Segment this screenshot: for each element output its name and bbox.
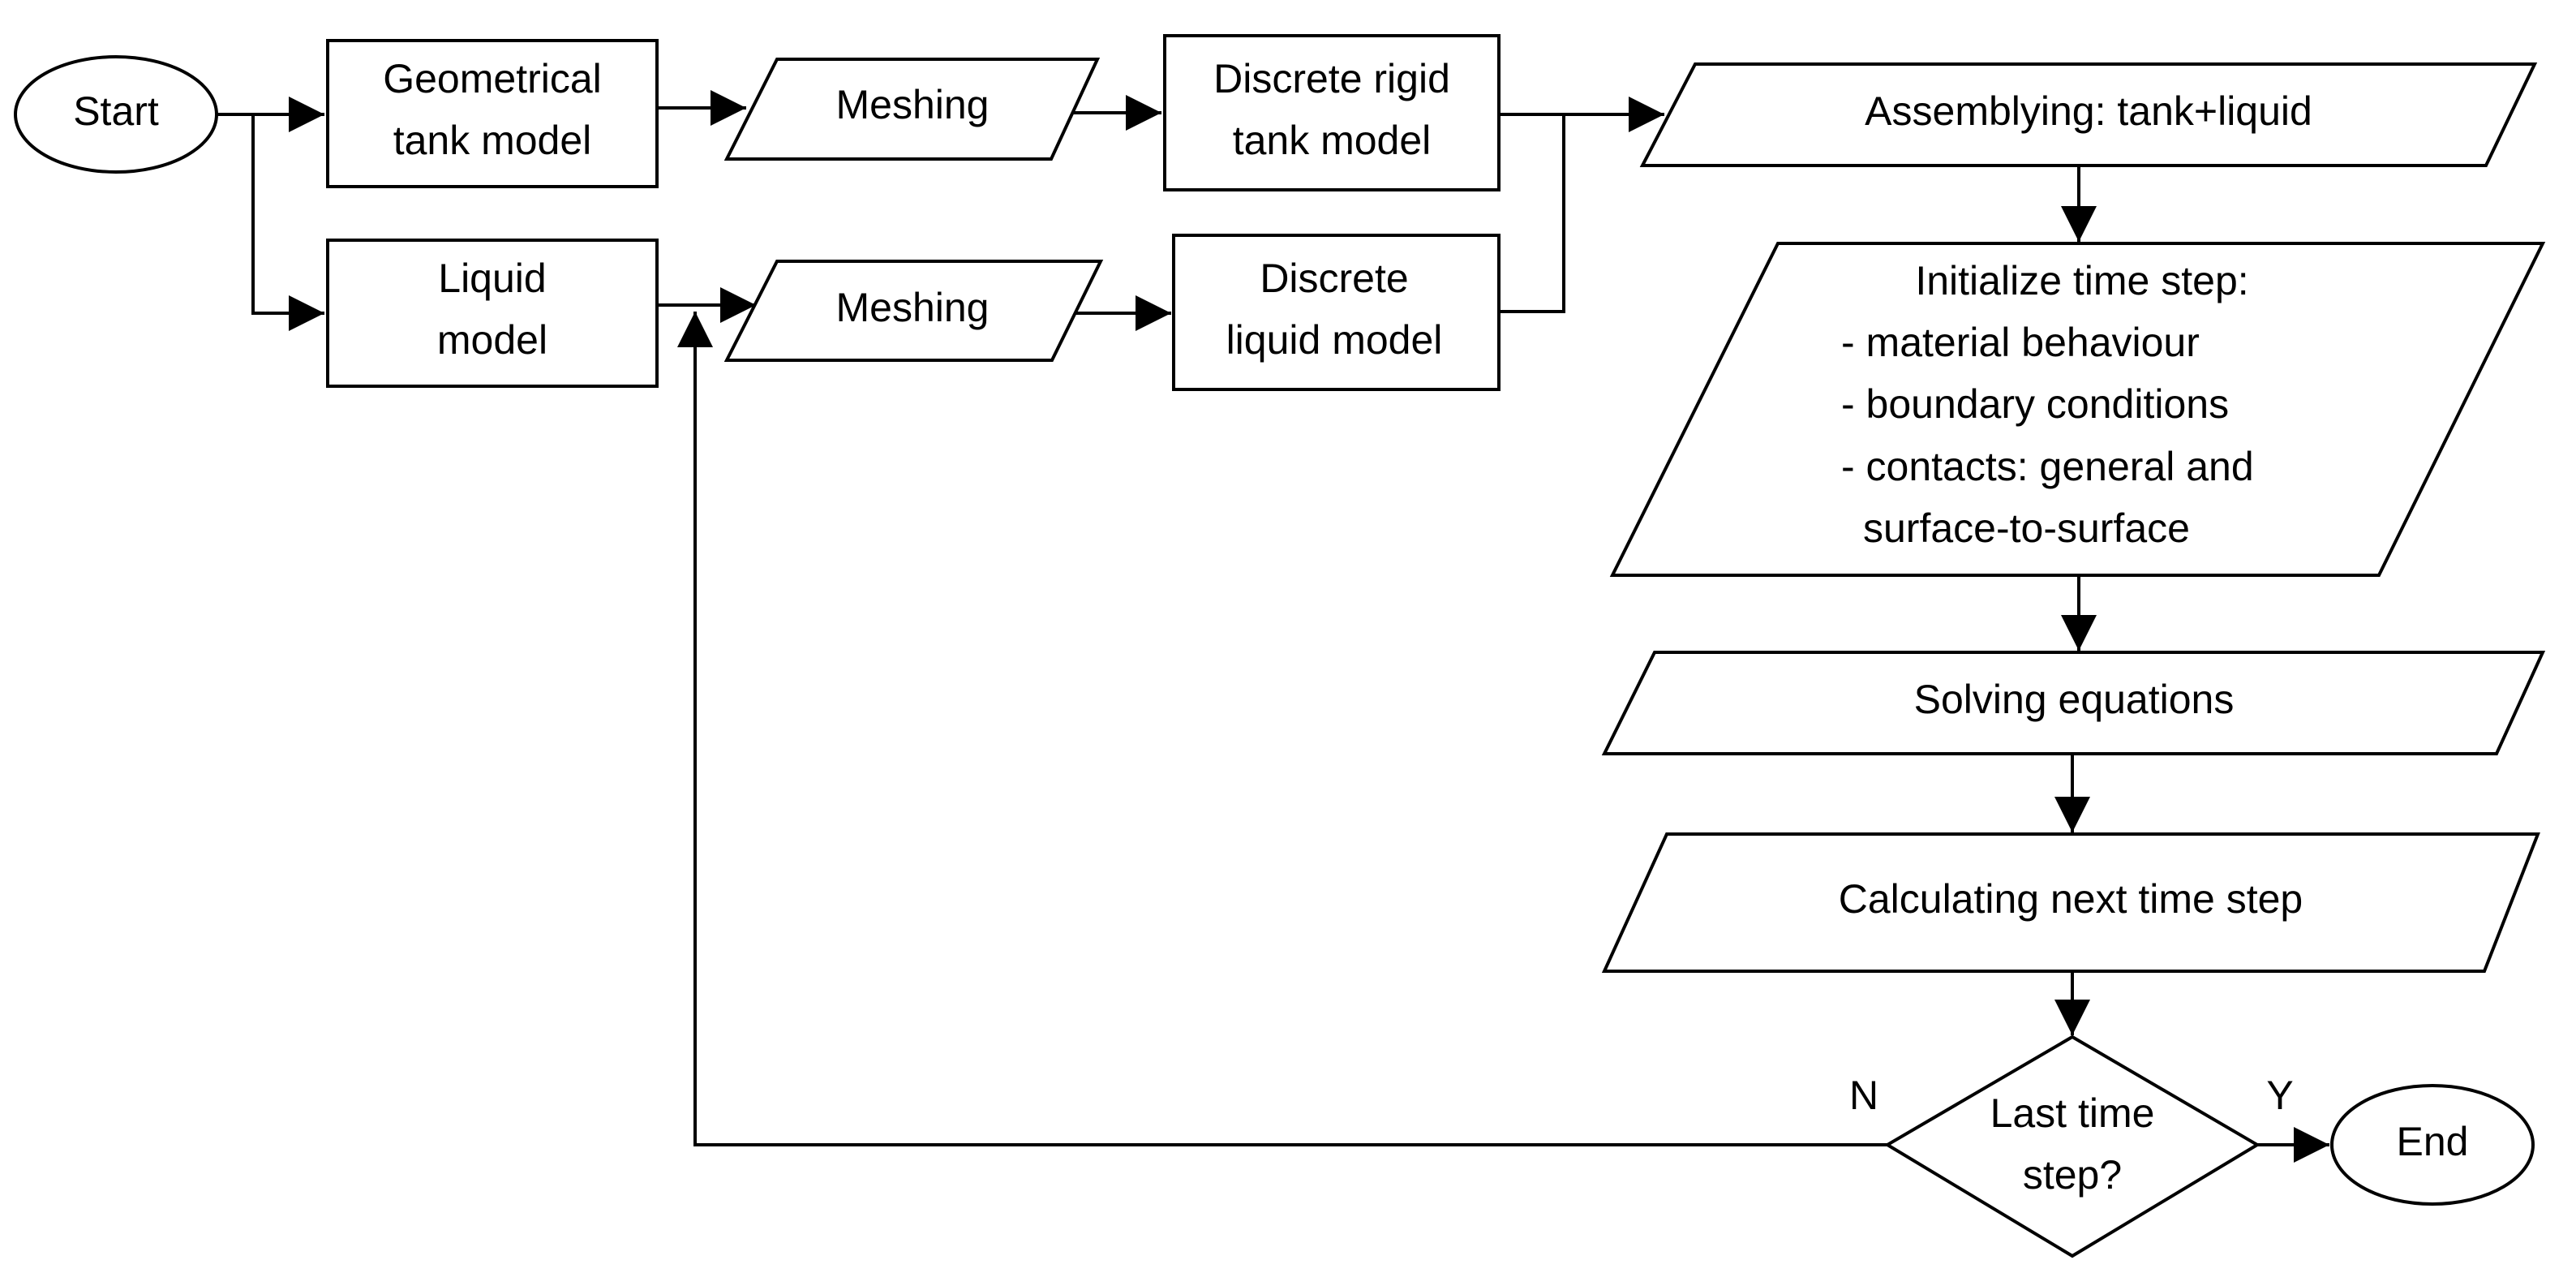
initialize-label-line2: - material behaviour: [1841, 320, 2200, 365]
arrowhead-calculating: [2054, 797, 2090, 832]
discrete-liquid-model-node: Discrete liquid model: [1172, 234, 1501, 391]
no-branch-label: N: [1849, 1073, 1878, 1118]
assembling-label: Assemblying: tank+liquid: [1865, 88, 2312, 134]
geometrical-tank-model-box: [326, 39, 659, 188]
geometrical-tank-model-label-line1: Geometrical: [383, 56, 602, 101]
discrete-liquid-model-label-line1: Discrete: [1260, 256, 1408, 301]
initialize-label-line1: Initialize time step:: [1915, 258, 2248, 303]
solving-node: Solving equations: [1601, 651, 2546, 755]
edge-start-to-liquid: [251, 114, 324, 315]
arrowhead-decision: [2054, 1000, 2090, 1035]
start-node: Start: [14, 55, 218, 174]
discrete-rigid-tank-model-label-line2: tank model: [1233, 118, 1432, 163]
discrete-liquid-model-box: [1172, 234, 1501, 391]
assembling-node: Assemblying: tank+liquid: [1639, 62, 2538, 167]
arrowhead-discrete-liquid: [1136, 295, 1171, 331]
discrete-rigid-tank-model-box: [1163, 34, 1501, 191]
decision-node: Last time step?: [1884, 1034, 2260, 1258]
arrowhead-end: [2294, 1127, 2329, 1163]
geometrical-tank-model-node: Geometrical tank model: [326, 39, 659, 188]
decision-label-line1: Last time: [1990, 1090, 2155, 1136]
meshing-tank-parallelogram: [723, 58, 1101, 161]
arrowhead-meshing-liquid: [720, 287, 756, 323]
geometrical-tank-model-label-line2: tank model: [393, 118, 592, 163]
arrowhead-initialize: [2061, 206, 2097, 242]
initialize-label-line4: - contacts: general and: [1841, 444, 2254, 489]
start-label: Start: [73, 88, 159, 134]
assembling-parallelogram: [1639, 62, 2538, 167]
meshing-tank-node: Meshing: [723, 58, 1101, 161]
arrowhead-discrete-rigid: [1126, 95, 1161, 131]
meshing-tank-label: Meshing: [836, 82, 990, 127]
edge-decision-no-loop: [693, 312, 1887, 1146]
end-node: End: [2330, 1084, 2535, 1206]
end-terminal: [2330, 1084, 2535, 1206]
liquid-model-label-line1: Liquid: [438, 256, 546, 301]
end-label: End: [2397, 1119, 2469, 1164]
arrowhead-solving: [2061, 615, 2097, 651]
edge-discrete-liquid-to-junction: [1499, 114, 1565, 313]
connectors: [215, 90, 2329, 1163]
meshing-liquid-parallelogram: [723, 260, 1104, 362]
calculating-label: Calculating next time step: [1839, 876, 2303, 922]
arrowhead-loop: [677, 312, 713, 347]
decision-label-line2: step?: [2023, 1152, 2122, 1198]
discrete-rigid-tank-model-node: Discrete rigid tank model: [1163, 34, 1501, 191]
discrete-rigid-tank-model-label-line1: Discrete rigid: [1213, 56, 1450, 101]
initialize-node: Initialize time step: - material behavio…: [1609, 242, 2546, 577]
meshing-liquid-node: Meshing: [723, 260, 1104, 362]
liquid-model-box: [326, 239, 659, 388]
decision-diamond: [1884, 1034, 2260, 1258]
arrowhead-meshing-tank: [711, 90, 746, 126]
arrowhead-assembling: [1629, 97, 1664, 132]
arrowhead-geometrical: [289, 97, 324, 132]
start-terminal: [14, 55, 218, 174]
arrowhead-liquid: [289, 295, 324, 331]
calculating-node: Calculating next time step: [1601, 832, 2540, 973]
solving-label: Solving equations: [1914, 677, 2235, 722]
liquid-model-node: Liquid model: [326, 239, 659, 388]
solving-parallelogram: [1601, 651, 2546, 755]
liquid-model-label-line2: model: [437, 317, 547, 363]
calculating-parallelogram: [1601, 832, 2540, 973]
initialize-label-line5: surface-to-surface: [1863, 505, 2190, 551]
yes-branch-label: Y: [2266, 1073, 2293, 1118]
discrete-liquid-model-label-line2: liquid model: [1226, 317, 1443, 363]
initialize-parallelogram: [1609, 242, 2546, 577]
initialize-label-line3: - boundary conditions: [1841, 381, 2229, 427]
meshing-liquid-label: Meshing: [836, 285, 990, 330]
